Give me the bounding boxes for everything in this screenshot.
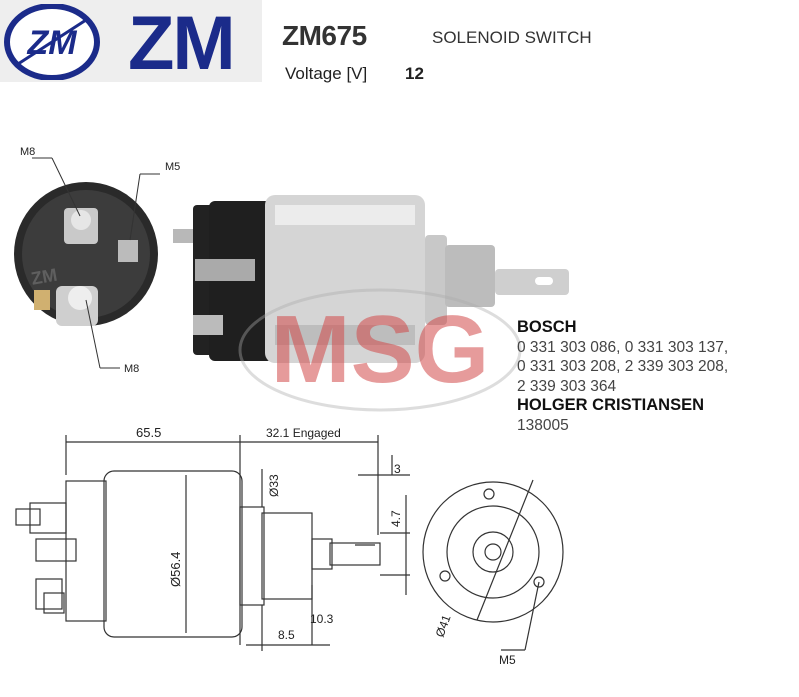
dim-gap3: 3 (394, 462, 401, 476)
photo-label-m8-top: M8 (20, 146, 35, 158)
reference-line: 0 331 303 208, 2 339 303 208, (517, 358, 729, 375)
reference-line: 2 339 303 364 (517, 377, 617, 395)
reference-line: 138005 (517, 416, 569, 434)
svg-text:ZM: ZM (30, 265, 59, 289)
side-drawing: 65.5 32.1 Engaged Ø33 Ø56.4 3 4.7 10.3 8… (15, 425, 410, 651)
product-code: ZM675 (282, 20, 367, 51)
dim-m5: M5 (499, 653, 516, 667)
brand-logo-text: ZM (128, 1, 236, 86)
product-type: SOLENOID SWITCH (432, 28, 592, 47)
front-drawing: Ø41 M5 (422, 479, 564, 667)
voltage-value: 12 (405, 64, 424, 83)
dim-d33: Ø33 (267, 474, 281, 497)
dim-slot: 4.7 (389, 510, 403, 527)
zm-emblem-icon: ZM (4, 4, 100, 80)
watermark-logo: MSG (238, 288, 522, 412)
photo-label-m5: M5 (165, 161, 180, 173)
side-view-photo (173, 195, 569, 363)
dim-8-5: 8.5 (278, 628, 295, 642)
end-view-photo: ZM M8 M5 M8 (14, 146, 180, 375)
voltage-label: Voltage [V] (285, 64, 368, 83)
dim-d41: Ø41 (433, 613, 454, 639)
dim-10-3: 10.3 (310, 612, 334, 626)
cross-reference-list: BOSCH 0 331 303 086, 0 331 303 137, 0 33… (517, 318, 797, 435)
photo-label-m8-bottom: M8 (124, 363, 139, 375)
dim-length: 65.5 (136, 425, 161, 440)
watermark-text: MSG (271, 296, 490, 403)
dim-d56: Ø56.4 (168, 552, 183, 587)
maker-name: HOLGER CRISTIANSEN (517, 396, 705, 414)
reference-line: 0 331 303 086, 0 331 303 137, (517, 338, 729, 356)
maker-name: BOSCH (517, 318, 577, 336)
dim-engaged: 32.1 Engaged (266, 426, 341, 440)
